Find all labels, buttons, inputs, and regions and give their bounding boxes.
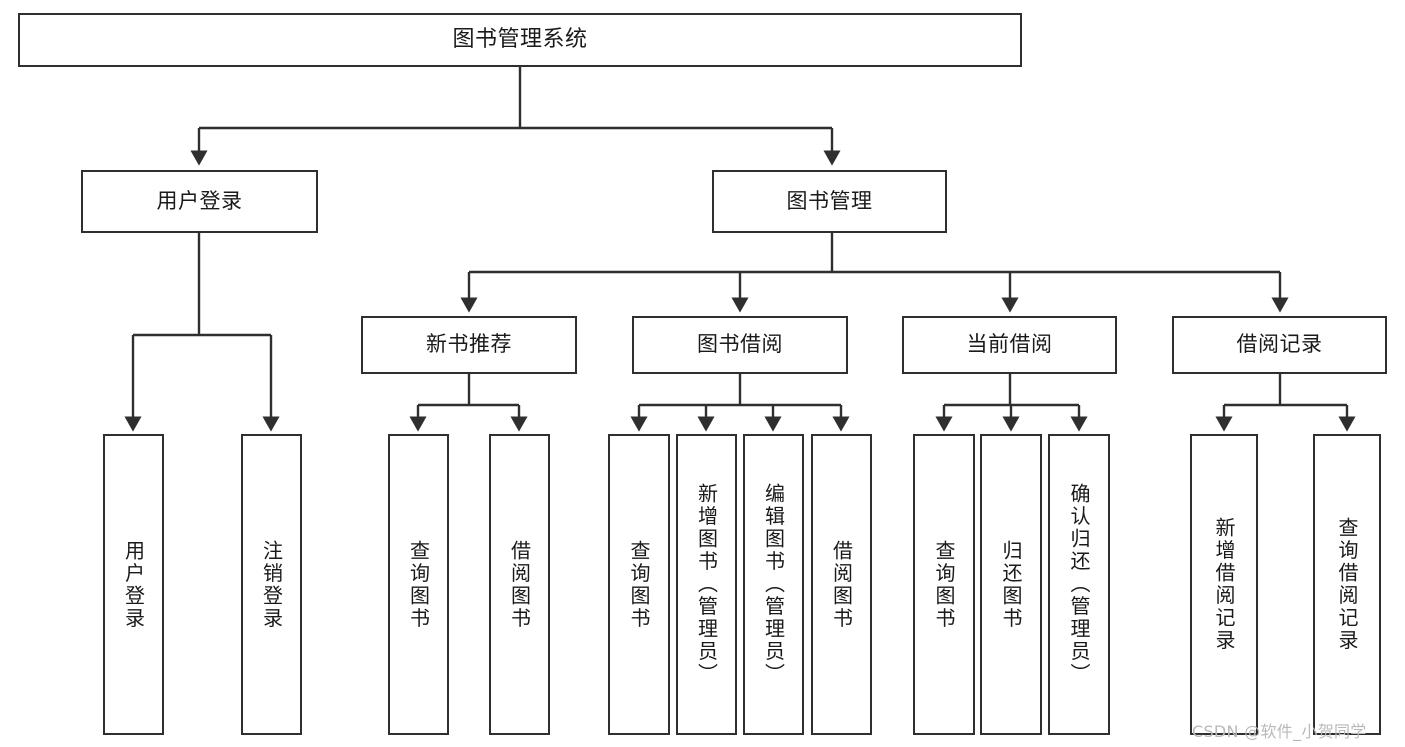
- node-leaf-4[interactable]: 查询图书: [608, 434, 670, 735]
- node-label: 借阅图书: [829, 539, 854, 630]
- node-label: 新书推荐: [426, 332, 512, 357]
- node-label: 确认归还（管理员）: [1067, 483, 1091, 686]
- node-label: 借阅图书: [507, 539, 532, 630]
- node-label: 图书管理系统: [452, 27, 588, 53]
- node-level3-3[interactable]: 借阅记录: [1172, 316, 1387, 374]
- node-leaf-9[interactable]: 归还图书: [980, 434, 1042, 735]
- node-level3-2[interactable]: 当前借阅: [902, 316, 1117, 374]
- node-label: 用户登录: [121, 539, 146, 630]
- node-level2-1[interactable]: 图书管理: [712, 170, 947, 233]
- node-label: 图书借阅: [697, 332, 783, 357]
- node-leaf-1[interactable]: 注销登录: [241, 434, 302, 735]
- node-label: 归还图书: [999, 539, 1023, 630]
- node-leaf-6[interactable]: 编辑图书（管理员）: [743, 434, 804, 735]
- csdn-watermark: CSDN @软件_小贺同学: [1192, 722, 1367, 741]
- node-leaf-3[interactable]: 借阅图书: [489, 434, 550, 735]
- node-label: 新增图书（管理员）: [694, 483, 719, 686]
- node-leaf-5[interactable]: 新增图书（管理员）: [676, 434, 737, 735]
- node-label: 查询借阅记录: [1335, 517, 1359, 652]
- node-label: 借阅记录: [1236, 332, 1323, 357]
- node-label: 注销登录: [259, 539, 284, 630]
- node-label: 图书管理: [786, 188, 873, 213]
- node-level3-0[interactable]: 新书推荐: [361, 316, 577, 374]
- node-leaf-8[interactable]: 查询图书: [913, 434, 975, 735]
- node-leaf-10[interactable]: 确认归还（管理员）: [1048, 434, 1110, 735]
- node-leaf-11[interactable]: 新增借阅记录: [1190, 434, 1258, 735]
- node-label: 编辑图书（管理员）: [761, 483, 786, 686]
- node-leaf-2[interactable]: 查询图书: [388, 434, 449, 735]
- node-root[interactable]: 图书管理系统: [18, 13, 1022, 67]
- node-leaf-7[interactable]: 借阅图书: [811, 434, 872, 735]
- node-label: 查询图书: [627, 539, 651, 630]
- node-label: 查询图书: [932, 539, 956, 630]
- node-label: 新增借阅记录: [1212, 517, 1236, 652]
- node-level3-1[interactable]: 图书借阅: [632, 316, 848, 374]
- node-label: 查询图书: [406, 539, 431, 630]
- node-label: 当前借阅: [966, 332, 1053, 357]
- node-level2-0[interactable]: 用户登录: [81, 170, 318, 233]
- node-label: 用户登录: [156, 188, 243, 213]
- node-leaf-12[interactable]: 查询借阅记录: [1313, 434, 1381, 735]
- node-leaf-0[interactable]: 用户登录: [103, 434, 164, 735]
